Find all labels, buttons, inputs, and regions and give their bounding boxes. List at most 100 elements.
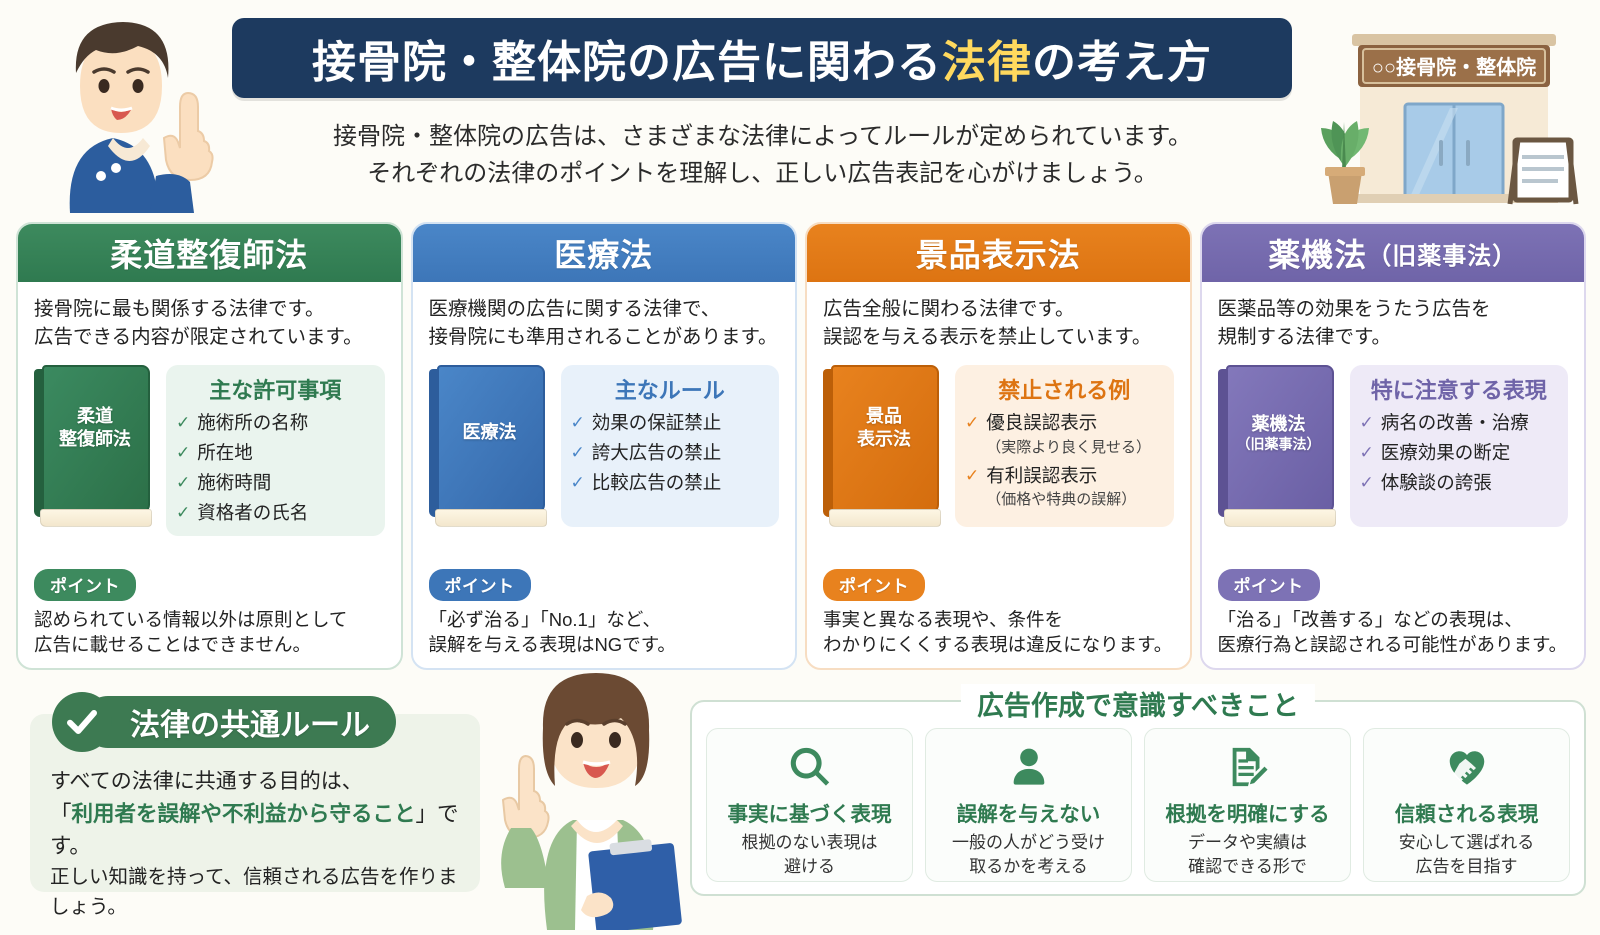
list-title: 主なルール xyxy=(614,378,725,404)
card-title: 薬機法 xyxy=(1268,237,1368,273)
common-rules-line-3: 正しい知識を持って、信頼される広告を作りましょう。 xyxy=(50,866,458,919)
point-line-2: わかりにくくする表現は違反になります。 xyxy=(823,634,1173,656)
book-label-small: （旧薬事法） xyxy=(1236,435,1321,452)
list-item-text: 病名の改善・治療 xyxy=(1380,412,1529,434)
card-list-box: 特に注意する表現 ✓病名の改善・治療 ✓医療効果の断定 ✓体験談の誇張 xyxy=(1349,365,1568,528)
card-desc-line-1: 接骨院に最も関係する法律です。 xyxy=(34,298,325,320)
point-badge: ポイント xyxy=(428,568,531,601)
common-rules-heading-text: 法律の共通ルール xyxy=(130,709,370,742)
card-desc-line-2: 接骨院にも準用されることがあります。 xyxy=(428,325,778,348)
card-header: 景品表示法 xyxy=(807,224,1190,282)
list-item: ✓ 所在地 xyxy=(176,439,375,467)
list-item: ✓比較広告の禁止 xyxy=(571,469,770,497)
point-line-2: 広告に載せることはできません。 xyxy=(34,634,311,656)
female-staff-illustration xyxy=(495,668,695,933)
card-desc-line-2: 規制する法律です。 xyxy=(1217,325,1392,348)
check-icon: ✓ xyxy=(176,502,191,522)
list-item-text: 有利誤認表示 xyxy=(986,464,1098,486)
check-icon: ✓ xyxy=(1359,443,1374,463)
quote-close: 」です。 xyxy=(50,801,459,858)
awareness-desc-line-1: 根拠のない表現は xyxy=(741,833,878,852)
point-badge: ポイント xyxy=(823,568,925,601)
common-rules-line-2: 「利用者を誤解や不利益から守ること」です。 xyxy=(50,798,470,863)
point-line-2: 医療行為と誤認される可能性があります。 xyxy=(1217,634,1568,656)
list-item: ✓資格者の氏名 xyxy=(176,499,375,527)
check-icon: ✓ xyxy=(965,413,980,433)
quote-open: 「 xyxy=(50,801,72,826)
law-book-icon: 医療法 xyxy=(428,365,549,528)
book-label-2: 表示法 xyxy=(857,428,911,449)
card-list-box: 禁止される例 ✓優良誤認表示（実際より良く見せる） ✓有利誤認表示（価格や特典の… xyxy=(955,365,1174,528)
check-icon: ✓ xyxy=(176,443,191,463)
card-desc-line-1: 医療機関の広告に関する法律で、 xyxy=(428,298,721,320)
lead-paragraph: 接骨院・整体院の広告は、さまざまな法律によってルールが定められています。 それぞ… xyxy=(240,118,1285,192)
awareness-desc-line-2: 広告を目指す xyxy=(1415,857,1518,877)
awareness-desc-line-2: 取るかを考える xyxy=(969,857,1088,877)
point-line-1: 認められている情報以外は原則として xyxy=(34,608,348,630)
card-desc-line-1: 医薬品等の効果をうたう広告を xyxy=(1217,298,1491,320)
card-desc-line-1: 広告全般に関わる法律です。 xyxy=(823,298,1075,320)
awareness-heading: 信頼される表現 xyxy=(1394,803,1539,826)
list-item-text: 比較広告の禁止 xyxy=(591,471,722,493)
card-header: 柔道整復師法 xyxy=(18,224,401,282)
awareness-desc-line-2: 確認できる形で xyxy=(1188,857,1307,877)
list-item-text: 施術時間 xyxy=(197,471,272,493)
card-desc-line-2: 誤認を与える表示を禁止しています。 xyxy=(823,325,1152,348)
awareness-heading: 根拠を明確にする xyxy=(1165,803,1330,826)
common-rules-emphasis: 利用者を誤解や不利益から守ること xyxy=(71,801,416,826)
check-icon: ✓ xyxy=(176,413,191,433)
check-icon: ✓ xyxy=(176,472,191,492)
law-book-icon: 景品 表示法 xyxy=(823,365,943,528)
card-title: 医療法 xyxy=(554,237,654,273)
check-icon: ✓ xyxy=(1359,413,1374,433)
card-title-sub: （旧薬事法） xyxy=(1367,242,1518,270)
point-line-1: 「必ず治る」「No.1」など、 xyxy=(428,608,661,630)
list-item-note: （実際より良く見せる） xyxy=(986,439,1151,457)
awareness-desc-line-1: データや実績は xyxy=(1188,833,1307,852)
list-item: ✓ 施術所の名称 xyxy=(176,409,375,437)
card-desc-line-2: 広告できる内容が限定されています。 xyxy=(34,325,363,348)
law-card-keihin-hyojiho: 景品表示法 広告全般に関わる法律です。 誤認を与える表示を禁止しています。 景品… xyxy=(805,222,1192,670)
awareness-panel: 広告作成で意識すべきこと 事実に基づく表現 根拠のない表現は避ける 誤解を与えな… xyxy=(690,684,1586,896)
list-item: ✓ 施術時間 xyxy=(176,469,375,497)
list-item: ✓効果の保証禁止 xyxy=(571,409,770,437)
list-item: ✓ 病名の改善・治療 xyxy=(1360,409,1559,437)
card-header: 薬機法（旧薬事法） xyxy=(1201,224,1584,282)
law-card-yakkiho: 薬機法（旧薬事法） 医薬品等の効果をうたう広告を 規制する法律です。 薬機法 （… xyxy=(1199,222,1586,670)
awareness-desc-line-2: 避ける xyxy=(784,857,835,877)
page-title: 接骨院・整体院の広告に関わる法律の考え方 xyxy=(232,18,1292,98)
magnifier-icon xyxy=(787,739,833,795)
law-card-judo-seifukushi: 柔道整復師法 接骨院に最も関係する法律です。 広告できる内容が限定されています。… xyxy=(16,222,403,670)
clinic-sign-text: ○○接骨院・整体院 xyxy=(1372,55,1536,79)
title-part-1: 接骨院・整体院の広告に関わる xyxy=(312,38,942,87)
common-rules-heading: 法律の共通ルール xyxy=(82,696,396,748)
check-circle-icon xyxy=(52,692,112,752)
awareness-item: 事実に基づく表現 根拠のない表現は避ける xyxy=(706,728,913,882)
awareness-heading: 誤解を与えない xyxy=(956,803,1101,826)
card-list-box: 主な許可事項 ✓ 施術所の名称 ✓ 所在地 ✓ 施術時間 ✓資格者の氏名 xyxy=(166,365,385,537)
list-item-text: 優良誤認表示 xyxy=(986,412,1098,434)
check-icon: ✓ xyxy=(1359,472,1374,492)
awareness-desc-line-1: 安心して選ばれる xyxy=(1398,833,1535,852)
check-icon: ✓ xyxy=(965,465,980,485)
lead-line-1: 接骨院・整体院の広告は、さまざまな法律によってルールが定められています。 xyxy=(333,123,1192,150)
check-icon: ✓ xyxy=(570,413,585,433)
list-title: 主な許可事項 xyxy=(209,378,342,404)
person-icon xyxy=(1006,739,1052,795)
list-item-text: 所在地 xyxy=(197,442,253,464)
point-badge: ポイント xyxy=(1217,568,1320,601)
law-book-icon: 薬機法 （旧薬事法） xyxy=(1217,365,1338,528)
law-book-icon: 柔道 整復師法 xyxy=(34,365,154,528)
handshake-heart-icon xyxy=(1444,739,1490,795)
awareness-item: 誤解を与えない 一般の人がどう受け取るかを考える xyxy=(925,728,1132,882)
list-item-text: 施術所の名称 xyxy=(197,412,309,434)
list-title: 禁止される例 xyxy=(998,378,1131,404)
book-label-1: 景品 xyxy=(866,406,902,427)
list-item-text: 医療効果の断定 xyxy=(1380,442,1511,464)
book-label-2: 整復師法 xyxy=(59,428,131,449)
awareness-title: 広告作成で意識すべきこと xyxy=(960,684,1316,723)
card-header: 医療法 xyxy=(412,224,795,282)
common-rules-panel: 法律の共通ルール すべての法律に共通する目的は、 「利用者を誤解や不利益から守る… xyxy=(30,692,480,918)
male-practitioner-illustration xyxy=(18,0,228,213)
document-pencil-icon xyxy=(1225,739,1271,795)
